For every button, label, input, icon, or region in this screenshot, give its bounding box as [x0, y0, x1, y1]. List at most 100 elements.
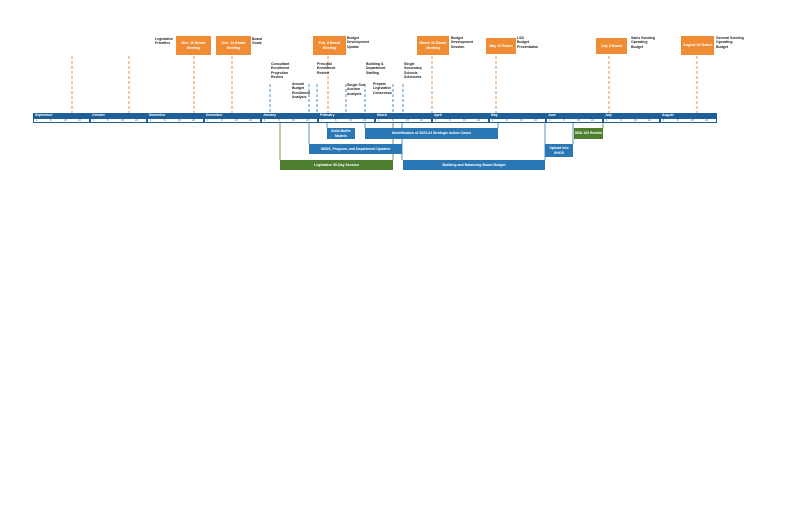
week-row: 1 8 15 22: [147, 118, 204, 123]
week-label: 22: [534, 119, 537, 122]
week-label: 1: [663, 119, 665, 122]
meeting-note-legislative: Legislative Priorities: [155, 37, 174, 46]
week-label: 8: [221, 119, 223, 122]
week-label: 8: [50, 119, 52, 122]
week-label: 8: [449, 119, 451, 122]
meeting-nov16: Nov. 16 Board Meeting: [176, 36, 211, 55]
week-row: 1 8 15 22: [261, 118, 318, 123]
bar-sbds-updates: SBDS, Program, and Department Updates: [309, 144, 402, 154]
note-annual-budget: Annual Budget Enrollment Analysis: [292, 82, 311, 100]
bar-legislative-session: Legislative 60-Day Session: [280, 160, 393, 170]
meeting-note-general-budget: General Sending Operating Budget: [716, 36, 744, 49]
week-label: 15: [577, 119, 580, 122]
meeting-feb8: Feb. 8 Board Meeting: [313, 36, 346, 55]
week-row: 1 8 15 22: [432, 118, 489, 123]
meeting-note-presentation: LSD Budget Presentation: [517, 36, 539, 49]
note-legislative-consensus: Prepare Legislative Consensus: [373, 82, 392, 95]
meeting-jul8: July 8 Board: [596, 38, 627, 54]
week-label: 22: [477, 119, 480, 122]
week-label: 22: [420, 119, 423, 122]
meeting-mar22: March 22 Board Meeting: [417, 36, 449, 55]
month-february: February: [318, 113, 375, 118]
bar-strategic-action: Identification of 2023-24 Strategic Acti…: [365, 128, 498, 139]
week-label: 15: [520, 119, 523, 122]
week-label: 22: [192, 119, 195, 122]
week-label: 22: [249, 119, 252, 122]
month-august: August: [660, 113, 717, 118]
month-december: December: [204, 113, 261, 118]
week-label: 1: [93, 119, 95, 122]
week-label: 1: [36, 119, 38, 122]
week-label: 1: [150, 119, 152, 122]
week-label: 15: [463, 119, 466, 122]
meeting-note-budget-update: Budget Development Update: [347, 36, 369, 49]
month-july: July: [603, 113, 660, 118]
week-label: 1: [321, 119, 323, 122]
week-label: 22: [648, 119, 651, 122]
meeting-aug26: August 26 Board: [681, 36, 714, 55]
week-label: 8: [278, 119, 280, 122]
week-label: 15: [121, 119, 124, 122]
week-row: 1 8 15 22: [489, 118, 546, 123]
week-label: 8: [563, 119, 565, 122]
meeting-dec14: Dec. 14 Board Meeting: [216, 36, 251, 55]
week-row: 1 8 15 22: [318, 118, 375, 123]
week-label: 15: [64, 119, 67, 122]
week-label: 1: [606, 119, 608, 122]
bar-buffer-models: Solid Buffer Models: [327, 128, 355, 139]
month-may: May: [489, 113, 546, 118]
bar-board-budget: Building and Balancing Board Budget: [403, 160, 545, 170]
week-label: 1: [492, 119, 494, 122]
week-label: 1: [264, 119, 266, 122]
week-label: 1: [207, 119, 209, 122]
week-row: 1 8 15 22: [204, 118, 261, 123]
week-label: 8: [506, 119, 508, 122]
week-label: 22: [363, 119, 366, 122]
week-label: 8: [164, 119, 166, 122]
week-label: 15: [691, 119, 694, 122]
week-row: 1 8 15 22: [33, 118, 90, 123]
meeting-note-goals: Board Goals: [252, 37, 263, 46]
week-label: 15: [634, 119, 637, 122]
week-label: 15: [349, 119, 352, 122]
week-label: 1: [435, 119, 437, 122]
month-november: November: [147, 113, 204, 118]
note-principal-review: Principal Enrollment Review: [317, 62, 336, 75]
week-label: 8: [107, 119, 109, 122]
month-september: September: [33, 113, 90, 118]
meeting-may10: May 10 Board: [486, 38, 516, 54]
meeting-note-budget-session: Budget Development Session: [451, 36, 473, 49]
month-march: March: [375, 113, 432, 118]
week-label: 8: [677, 119, 679, 122]
week-row: 1 8 15 22: [546, 118, 603, 123]
week-row: 1 8 15 22: [660, 118, 717, 123]
bar-upload-shos: Upload into SHOS: [545, 144, 573, 157]
week-row: 1 8 15 22: [90, 118, 147, 123]
week-label: 8: [335, 119, 337, 122]
week-row: 1 8 15 22: [375, 118, 432, 123]
week-label: 8: [392, 119, 394, 122]
note-single-sort: Single Sort Auction Analysis: [347, 83, 366, 96]
week-label: 15: [235, 119, 238, 122]
week-row: 1 8 15 22: [603, 118, 660, 123]
week-label: 22: [135, 119, 138, 122]
week-label: 22: [306, 119, 309, 122]
week-label: 1: [378, 119, 380, 122]
week-label: 22: [591, 119, 594, 122]
note-consultant-review: Consultant Enrollment Projection Review: [271, 62, 290, 80]
week-label: 1: [549, 119, 551, 122]
week-label: 15: [178, 119, 181, 122]
month-january: January: [261, 113, 318, 118]
week-label: 15: [406, 119, 409, 122]
bar-sbd-review: SBD 100 Review: [574, 128, 603, 139]
meeting-note-sales-budget: Sales Sending Operating Budget: [631, 36, 655, 49]
month-june: June: [546, 113, 603, 118]
note-staffing: Building & Department Staffing: [366, 62, 386, 75]
month-october: October: [90, 113, 147, 118]
week-label: 8: [620, 119, 622, 122]
week-label: 15: [292, 119, 295, 122]
week-label: 22: [78, 119, 81, 122]
week-label: 22: [705, 119, 708, 122]
